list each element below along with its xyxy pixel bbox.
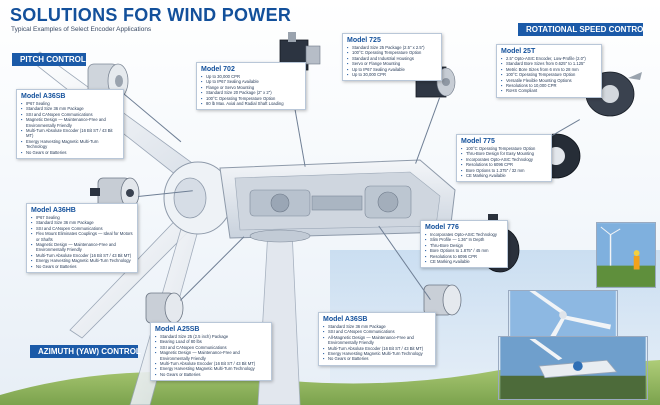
section-banner-rotational: ROTATIONAL SPEED CONTROL	[518, 23, 648, 36]
feature-item: Standard and Industrial Housings	[347, 56, 437, 62]
feature-item: No Gears or Batteries	[323, 356, 431, 362]
page-title: SOLUTIONS FOR WIND POWER	[10, 5, 292, 25]
feature-item: Up to 30,000 CPR	[201, 74, 301, 80]
feature-item: Bore Options to 1.375" / 32 mm	[461, 168, 547, 174]
feature-item: Magnetic Design — Maintenance-Free and E…	[21, 117, 119, 128]
feature-item: Energy Harvesting Magnetic Multi-Turn Te…	[21, 139, 119, 150]
model-name: Model 25T	[501, 48, 536, 55]
model-card-a36hb: Model A36HB IP67 Sealing Standard Size 3…	[26, 203, 138, 274]
feature-item: Energy Harvesting Magnetic Multi-Turn Te…	[323, 351, 431, 357]
feature-list: Up to 30,000 CPR Up to IP67 Sealing Avai…	[201, 74, 301, 107]
feature-list: 2.5" Opto-ASIC Encoder, Low-Profile (2.0…	[501, 56, 597, 94]
feature-item: Multi-Turn Absolute Encoder (16 Bit ST /…	[31, 253, 133, 259]
model-card-a36sb-top: Model A36SB IP67 Sealing Standard Size 3…	[16, 89, 124, 160]
feature-item: Magnetic Design — Maintenance-Free and E…	[31, 242, 133, 253]
feature-item: 2.5" Opto-ASIC Encoder, Low-Profile (2.0…	[501, 56, 597, 62]
feature-list: Standard Size 25 (2.5 inch) Package Bear…	[155, 334, 267, 378]
feature-item: SSI and CANopen Communications	[323, 329, 431, 335]
feature-list: Incorporates Opto-ASIC Technology Slim P…	[425, 232, 503, 265]
model-card-a25sb: Model A25SB Standard Size 25 (2.5 inch) …	[150, 322, 272, 382]
encoder-a36sb-bottom-image	[423, 284, 462, 316]
model-name: Model A25SB	[155, 326, 200, 333]
model-card-702: Model 702 Up to 30,000 CPR Up to IP67 Se…	[196, 62, 306, 111]
feature-item: Standard Size 36 mm Package	[323, 324, 431, 330]
feature-item: Incorporates Opto-ASIC Technology	[425, 232, 503, 238]
feature-item: CE Marking Available	[461, 173, 547, 179]
feature-item: Thru-Bore Design for Easy Mounting	[461, 151, 547, 157]
feature-list: IP67 Sealing Standard Size 36 mm Package…	[21, 101, 119, 156]
feature-item: Thru-Bore Design	[425, 243, 503, 249]
feature-item: Standard Bore Sizes from 0.625" to 1.125…	[501, 61, 597, 67]
model-card-a36sb-bottom: Model A36SB Standard Size 36 mm Package …	[318, 312, 436, 366]
feature-item: Standard Size 36 mm Package	[31, 220, 133, 226]
photo-turbine-blades	[508, 290, 618, 340]
feature-item: Multi-Turn Absolute Encoder (16 Bit ST /…	[323, 346, 431, 352]
feature-item: Metric Bore Sizes from 6 mm to 28 mm	[501, 67, 597, 73]
feature-item: Up to IP67 Sealing Available	[201, 79, 301, 85]
feature-item: Energy Harvesting Magnetic Multi-Turn Te…	[155, 366, 267, 372]
photo-turbine-nacelle-technician	[498, 336, 648, 400]
model-name: Model 775	[461, 138, 495, 145]
feature-item: Bearing Load of 80 lbs	[155, 339, 267, 345]
feature-item: Magnetic Design — Maintenance-Free and E…	[155, 350, 267, 361]
model-name: Model A36SB	[323, 316, 368, 323]
feature-item: 100°C Operating Temperature Option	[347, 50, 437, 56]
feature-list: Standard Size 36 mm Package SSI and CANo…	[323, 324, 431, 362]
feature-item: CE Marking Available	[425, 259, 503, 265]
feature-item: Standard Size 20 Package (2" x 2")	[201, 90, 301, 96]
feature-item: Energy Harvesting Magnetic Multi-Turn Te…	[31, 258, 133, 264]
feature-item: Incorporates Opto-ASIC Technology	[461, 157, 547, 163]
feature-item: RoHS Compliant	[501, 88, 597, 94]
model-card-775: Model 775 100°C Operating Temperature Op…	[456, 134, 552, 183]
feature-item: Bore Options to 1.875" / 45 mm	[425, 248, 503, 254]
feature-item: 100°C Operating Temperature Option	[501, 72, 597, 78]
feature-item: SSI and CANopen Communications	[21, 112, 119, 118]
feature-item: 80 lb Max. Axial and Radial Shaft Loadin…	[201, 101, 301, 107]
model-name: Model A36HB	[31, 207, 76, 214]
encoder-a36hb-image	[90, 177, 140, 209]
feature-item: Resolutions to 6096 CPR	[425, 254, 503, 260]
feature-item: Multi-Turn Absolute Encoder (16 Bit ST /…	[21, 128, 119, 139]
feature-item: Resolutions to 6096 CPR	[461, 162, 547, 168]
feature-item: Versatile Flexible Mounting Options	[501, 78, 597, 84]
feature-item: Flange or Servo Mounting	[201, 85, 301, 91]
feature-item: Servo or Flange Mounting	[347, 61, 437, 67]
feature-list: Standard Size 25 Package (2.5" x 2.5") 1…	[347, 45, 437, 78]
page-subtitle: Typical Examples of Select Encoder Appli…	[11, 26, 152, 33]
feature-item: IP67 Sealing	[31, 215, 133, 221]
feature-item: Multi-Turn Absolute Encoder (16 Bit ST /…	[155, 361, 267, 367]
model-card-776: Model 776 Incorporates Opto-ASIC Technol…	[420, 220, 508, 269]
encoder-a25sb-image	[145, 292, 184, 324]
feature-item: No Gears or Batteries	[21, 150, 119, 156]
feature-item: Standard Size 25 (2.5 inch) Package	[155, 334, 267, 340]
feature-list: 100°C Operating Temperature Option Thru-…	[461, 146, 547, 179]
model-name: Model 702	[201, 66, 235, 73]
feature-item: Up to 30,000 CPR	[347, 72, 437, 78]
photo-wind-farm-worker	[596, 222, 656, 288]
feature-item: No Gears or Batteries	[155, 372, 267, 378]
section-banner-azimuth: AZIMUTH (YAW) CONTROL	[30, 345, 141, 358]
feature-list: IP67 Sealing Standard Size 36 mm Package…	[31, 215, 133, 270]
model-name: Model 725	[347, 37, 381, 44]
feature-item: IP67 Sealing	[21, 101, 119, 107]
feature-item: Standard Size 36 mm Package	[21, 106, 119, 112]
feature-item: Slim Profile — 1.36" In Depth	[425, 237, 503, 243]
feature-item: 100°C Operating Temperature Option	[461, 146, 547, 152]
feature-item: Standard Size 25 Package (2.5" x 2.5")	[347, 45, 437, 51]
feature-item: 100°C Operating Temperature Option	[201, 96, 301, 102]
section-banner-pitch: PITCH CONTROL	[12, 53, 86, 66]
feature-item: Resolutions to 10,000 CPR	[501, 83, 597, 89]
feature-item: All-Magnetic Design — Maintenance-Free a…	[323, 335, 431, 346]
feature-item: Up to IP67 Sealing Available	[347, 67, 437, 73]
feature-item: SSI and CANopen Communications	[155, 345, 267, 351]
feature-item: SSI and CANopen Communications	[31, 226, 133, 232]
model-name: Model 776	[425, 224, 459, 231]
feature-item: No Gears or Batteries	[31, 264, 133, 270]
feature-item: Flex Mount Eliminates Couplings — Ideal …	[31, 231, 133, 242]
model-name: Model A36SB	[21, 93, 66, 100]
model-card-25t: Model 25T 2.5" Opto-ASIC Encoder, Low-Pr…	[496, 44, 602, 98]
model-card-725: Model 725 Standard Size 25 Package (2.5"…	[342, 33, 442, 82]
